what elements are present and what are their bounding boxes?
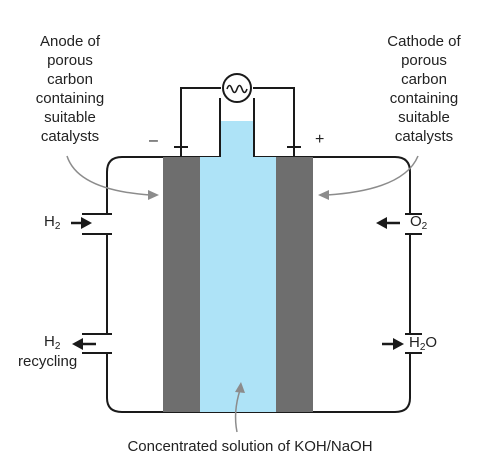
anode-electrode — [163, 157, 200, 412]
arrow-left-icon — [376, 217, 400, 229]
anode-label-line: Anode of — [39, 33, 101, 50]
electrolyte-region — [200, 157, 276, 412]
o2-inlet-label: O2 — [410, 213, 427, 232]
arrow-left-icon — [72, 338, 96, 350]
electrolyte-label: Concentrated solution of KOH/NaOH — [127, 438, 373, 455]
h2o-outlet-oxygen: O — [425, 334, 438, 351]
h2-inlet-subscript: 2 — [54, 221, 61, 232]
electrolyte-chimney-walls — [219, 98, 255, 157]
cathode-label-line: catalysts — [394, 128, 454, 145]
o2-inlet-port — [405, 213, 422, 235]
anode-label: Anode of porous carbon containing suitab… — [10, 32, 130, 146]
cathode-label: Cathode of porous carbon containing suit… — [364, 32, 484, 146]
arrow-right-icon — [382, 338, 404, 350]
o2-inlet-subscript: 2 — [421, 221, 428, 232]
h2-recycle-symbol: H — [44, 333, 55, 350]
h2-recycle-subscript: 2 — [54, 341, 61, 352]
recycling-label: recycling — [18, 353, 78, 370]
anode-label-line: porous — [47, 52, 93, 69]
cathode-label-line: porous — [401, 52, 447, 69]
anode-label-line: catalysts — [40, 128, 100, 145]
electrolyte-chimney — [220, 121, 254, 159]
h2-recycle-port — [82, 333, 112, 354]
h2-inlet-label: H2 — [44, 213, 60, 232]
anode-label-line: suitable — [44, 109, 96, 126]
cathode-label-line: carbon — [401, 71, 447, 88]
h2-inlet-symbol: H — [44, 213, 55, 230]
o2-inlet-symbol: O — [410, 213, 422, 230]
external-circuit-wire — [180, 87, 295, 157]
anode-pointer — [66, 155, 159, 200]
electrolyte-pointer — [234, 382, 245, 433]
cathode-plus-sign: + — [315, 131, 325, 148]
cathode-label-line: suitable — [398, 109, 450, 126]
cathode-electrode — [276, 157, 313, 412]
anode-minus-sign: – — [149, 132, 158, 149]
arrow-right-icon — [71, 217, 92, 229]
cathode-pointer — [318, 155, 419, 200]
h2o-outlet-subscript: 2 — [419, 342, 426, 353]
anode-label-line: containing — [35, 90, 105, 107]
h2o-outlet-label: H2O — [409, 334, 437, 353]
anode-label-line: carbon — [47, 71, 93, 88]
cathode-label-line: Cathode of — [387, 33, 461, 50]
h2-inlet-port — [82, 213, 112, 235]
galvanometer-icon — [222, 73, 252, 103]
cathode-label-line: containing — [389, 90, 459, 107]
h2-recycle-label: H2 — [44, 333, 60, 352]
h2o-outlet-symbol: H — [409, 334, 420, 351]
h2o-outlet-port — [405, 333, 422, 354]
cell-outline — [106, 156, 411, 413]
